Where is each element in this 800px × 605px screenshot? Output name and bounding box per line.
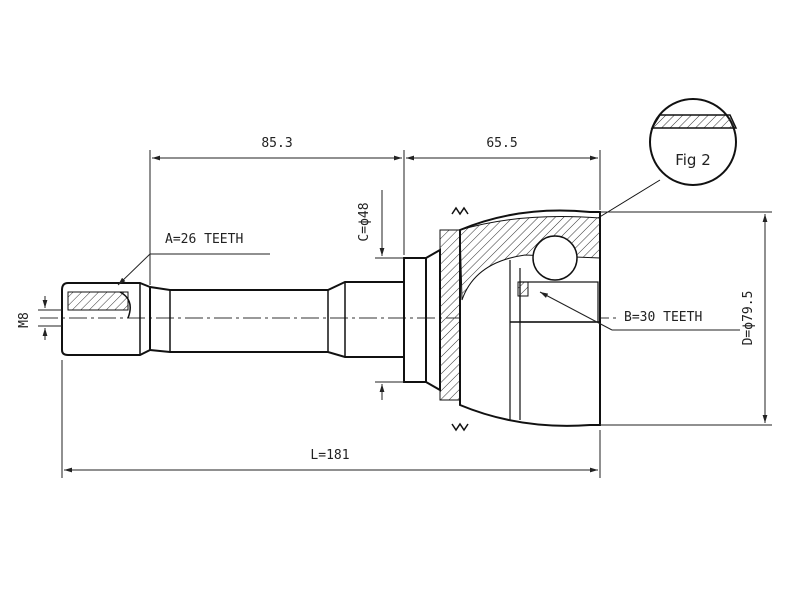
- dim-shaft-length: [149, 150, 405, 285]
- fig-label: Fig 2: [675, 151, 711, 169]
- fig-callout: Fig 2: [597, 98, 738, 219]
- teeth-a-label: A=26 TEETH: [165, 232, 243, 247]
- spline-stub: [61, 282, 151, 356]
- leader-teeth-b: [539, 291, 740, 331]
- joint-housing: [459, 209, 601, 427]
- dim-joint-length-label: 65.5: [486, 136, 517, 151]
- boot-collar: [403, 206, 469, 432]
- dim-outer-diameter-label: D=ϕ79.5: [741, 291, 756, 346]
- leader-teeth-a: [117, 253, 270, 286]
- dim-outer-diameter: [600, 211, 772, 426]
- dim-seal-diameter: [375, 190, 404, 400]
- dim-seal-diameter-label: C=ϕ48: [357, 202, 372, 241]
- dim-thread-label: M8: [17, 312, 32, 328]
- dim-total-length: [61, 360, 601, 478]
- teeth-b-label: B=30 TEETH: [624, 310, 702, 325]
- shaft: [149, 281, 405, 358]
- dim-thread: [38, 296, 62, 340]
- dim-total-length-label: L=181: [310, 448, 349, 463]
- dim-shaft-length-label: 85.3: [261, 136, 292, 151]
- dim-joint-length: [406, 150, 601, 210]
